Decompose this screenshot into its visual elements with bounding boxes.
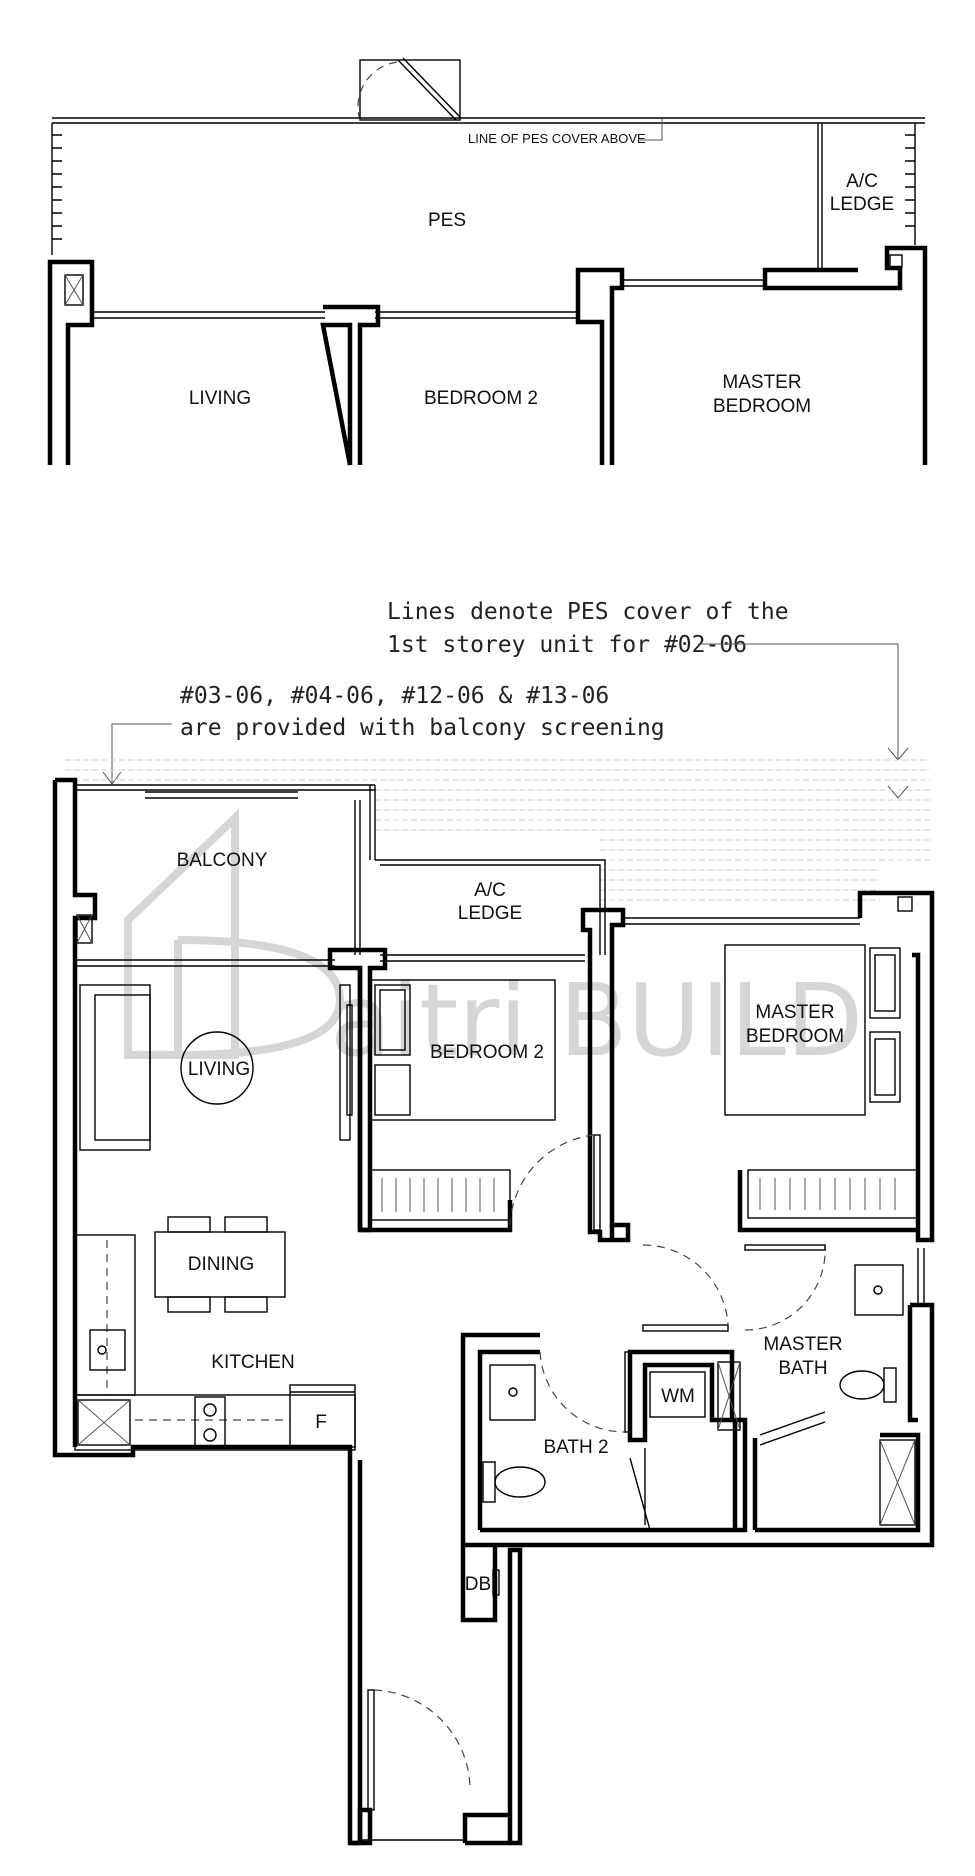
wm-label: WM xyxy=(661,1386,695,1407)
kitchen-counter xyxy=(74,1234,136,1396)
balcony-note-line-1: #03-06, #04-06, #12-06 & #13-06 xyxy=(180,683,609,709)
pes-cover-note-line-2: 1st storey unit for #02-06 xyxy=(387,632,747,658)
pes-cover-note: LINE OF PES COVER ABOVE xyxy=(468,131,646,146)
hob-burner-2 xyxy=(203,1428,217,1442)
upper-living-label: LIVING xyxy=(189,388,251,409)
fridge xyxy=(289,1384,356,1448)
bedroom-2-door xyxy=(593,1134,601,1231)
gate-door-swing xyxy=(357,61,399,121)
upper-ac-ledge-label-1: A/C xyxy=(846,171,878,192)
master-wardrobe xyxy=(747,1169,919,1219)
pes-cover-lines xyxy=(65,759,930,901)
balcony-note-line-2: are provided with balcony screening xyxy=(180,715,665,741)
watermark-text: aitri BUILD xyxy=(330,962,863,1079)
bedroom-2-bed xyxy=(369,979,556,1121)
master-bath-label-1: MASTER xyxy=(763,1334,842,1355)
notes: Lines denote PES cover of the 1st storey… xyxy=(102,599,909,799)
gate-structure xyxy=(359,59,461,121)
kitchen-label: KITCHEN xyxy=(211,1352,294,1373)
bath-2-toilet-tank xyxy=(482,1461,496,1503)
ac-ledge-label-1: A/C xyxy=(474,880,506,901)
bedroom-2-label: BEDROOM 2 xyxy=(430,1042,544,1063)
upper-bedroom-2-label: BEDROOM 2 xyxy=(424,388,538,409)
bath-2-label: BATH 2 xyxy=(543,1437,608,1458)
master-bed xyxy=(724,944,866,1116)
fridge-label: F xyxy=(315,1412,327,1433)
master-bath-toilet xyxy=(839,1370,885,1400)
lower-plan: DB xyxy=(52,777,935,1846)
balcony-label: BALCONY xyxy=(177,850,268,871)
coffee-table xyxy=(180,1031,254,1105)
living-label: LIVING xyxy=(188,1059,250,1080)
upper-plan: PES A/C LEDGE LIVING BEDROOM 2 MASTER BE… xyxy=(47,57,928,466)
pes-label: PES xyxy=(428,210,466,231)
dining-table xyxy=(154,1231,286,1298)
master-bedroom-label-2: BEDROOM xyxy=(746,1026,844,1047)
kitchen-sink xyxy=(89,1329,126,1371)
bath-2-toilet xyxy=(494,1466,546,1498)
upper-left-wall xyxy=(47,259,95,465)
side-railing-ticks xyxy=(52,134,915,240)
hob-burner-1 xyxy=(203,1403,217,1417)
dining-label: DINING xyxy=(188,1254,255,1275)
bedroom-2-wardrobe xyxy=(369,1169,511,1221)
washing-machine xyxy=(649,1371,706,1418)
ac-ledge-label-2: LEDGE xyxy=(458,903,522,924)
upper-master-bedroom-label-2: BEDROOM xyxy=(713,396,811,417)
upper-master-bedroom-label-1: MASTER xyxy=(722,372,801,393)
master-bath-label-2: BATH xyxy=(778,1358,827,1379)
entry-door xyxy=(367,1689,375,1811)
master-bath-basin xyxy=(854,1264,904,1316)
sofa xyxy=(79,984,151,1151)
bath-2-basin xyxy=(489,1364,536,1421)
master-bedroom-label-1: MASTER xyxy=(755,1002,834,1023)
db-label: DB xyxy=(465,1574,491,1595)
pes-cover-note-line-1: Lines denote PES cover of the xyxy=(387,599,789,625)
upper-ac-ledge-label-2: LEDGE xyxy=(830,194,894,215)
